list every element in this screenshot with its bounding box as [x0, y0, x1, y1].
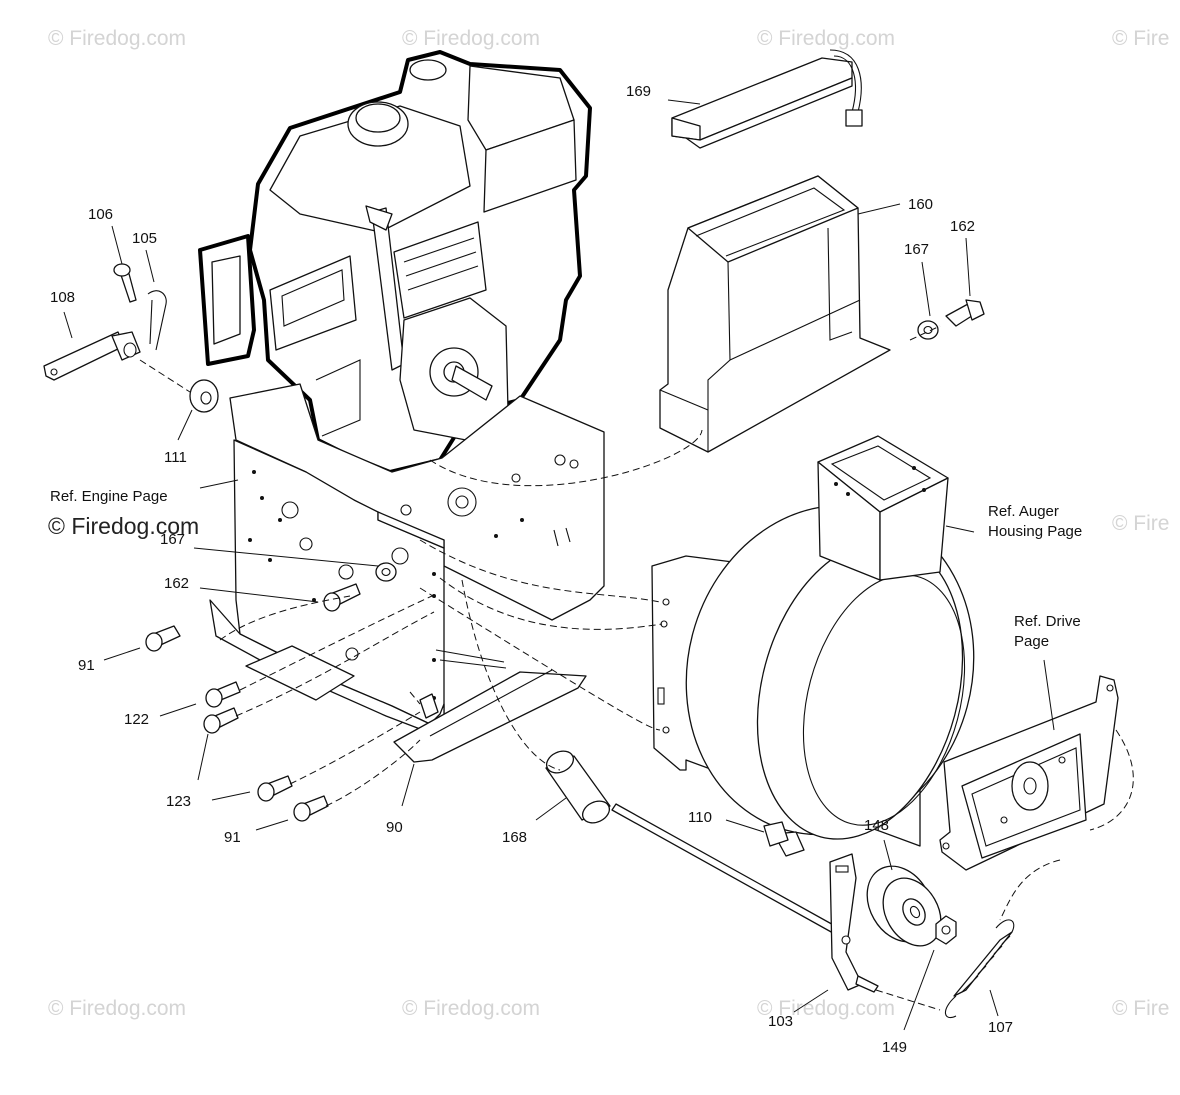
part-106-pin — [113, 263, 137, 303]
auger-housing — [651, 435, 975, 847]
watermark: © Firedog.com — [402, 27, 540, 50]
part-149-nut — [935, 915, 957, 945]
leader-lines — [63, 99, 1055, 1031]
watermark: © Firedog.com — [757, 997, 895, 1020]
watermark: © Fire — [1112, 512, 1169, 535]
part-103-arm — [829, 853, 879, 993]
callout-149: 149 — [882, 1039, 907, 1056]
part-110-bolt — [763, 821, 805, 857]
watermark-layer: © Firedog.com © Firedog.com © Firedog.co… — [48, 27, 1169, 1020]
callout-169: 169 — [626, 83, 651, 100]
part-107-spring — [944, 919, 1015, 1018]
part-111-washer — [189, 379, 219, 413]
callout-105: 105 — [132, 230, 157, 247]
ref-auger-housing-line1: Ref. Auger — [988, 503, 1059, 520]
callout-148: 148 — [864, 817, 889, 834]
part-162-bolt-right — [945, 299, 985, 327]
part-168-roller — [545, 750, 611, 824]
callout-90: 90 — [386, 819, 403, 836]
callout-162: 162 — [950, 218, 975, 235]
part-167-washer-right — [917, 320, 939, 340]
part-160-chute — [659, 175, 891, 453]
callout-122: 122 — [124, 711, 149, 728]
callout-162: 162 — [164, 575, 189, 592]
callout-168: 168 — [502, 829, 527, 846]
part-148-pulley — [866, 865, 942, 947]
callout-160: 160 — [908, 196, 933, 213]
drive-bracket — [939, 675, 1119, 871]
callout-123: 123 — [166, 793, 191, 810]
part-108-link — [43, 331, 141, 381]
dashed-assembly-lines — [139, 325, 1134, 1011]
callout-167: 167 — [160, 531, 185, 548]
watermark: © Fire — [1112, 997, 1169, 1020]
ref-auger-housing-line2: Housing Page — [988, 523, 1082, 540]
reference-labels: Ref. Engine Page Ref. Auger Housing Page… — [50, 488, 1082, 650]
left-hardware — [145, 562, 397, 822]
callout-111: 111 — [164, 449, 187, 466]
callout-167: 167 — [904, 241, 929, 258]
callout-91: 91 — [224, 829, 241, 846]
watermark: © Firedog.com — [48, 27, 186, 50]
callout-108: 108 — [50, 289, 75, 306]
callout-106: 106 — [88, 206, 113, 223]
callout-103: 103 — [768, 1013, 793, 1030]
ref-engine-page: Ref. Engine Page — [50, 488, 168, 505]
part-frame-housing — [209, 383, 605, 763]
watermark-prominent: © Firedog.com — [48, 513, 199, 539]
part-169-cover — [671, 49, 863, 149]
callout-107: 107 — [988, 1019, 1013, 1036]
ref-drive-page-line2: Page — [1014, 633, 1049, 650]
part-105-clip — [147, 290, 167, 351]
engine-assembly — [198, 50, 592, 474]
ref-drive-page-line1: Ref. Drive — [1014, 613, 1081, 630]
watermark: © Firedog.com — [402, 997, 540, 1020]
callout-labels: 169 160 162 167 106 105 108 111 167 162 … — [50, 83, 1013, 1056]
watermark: © Fire — [1112, 27, 1169, 50]
watermark: © Firedog.com — [757, 27, 895, 50]
callout-110: 110 — [688, 809, 712, 826]
callout-91: 91 — [78, 657, 95, 674]
watermark: © Firedog.com — [48, 997, 186, 1020]
